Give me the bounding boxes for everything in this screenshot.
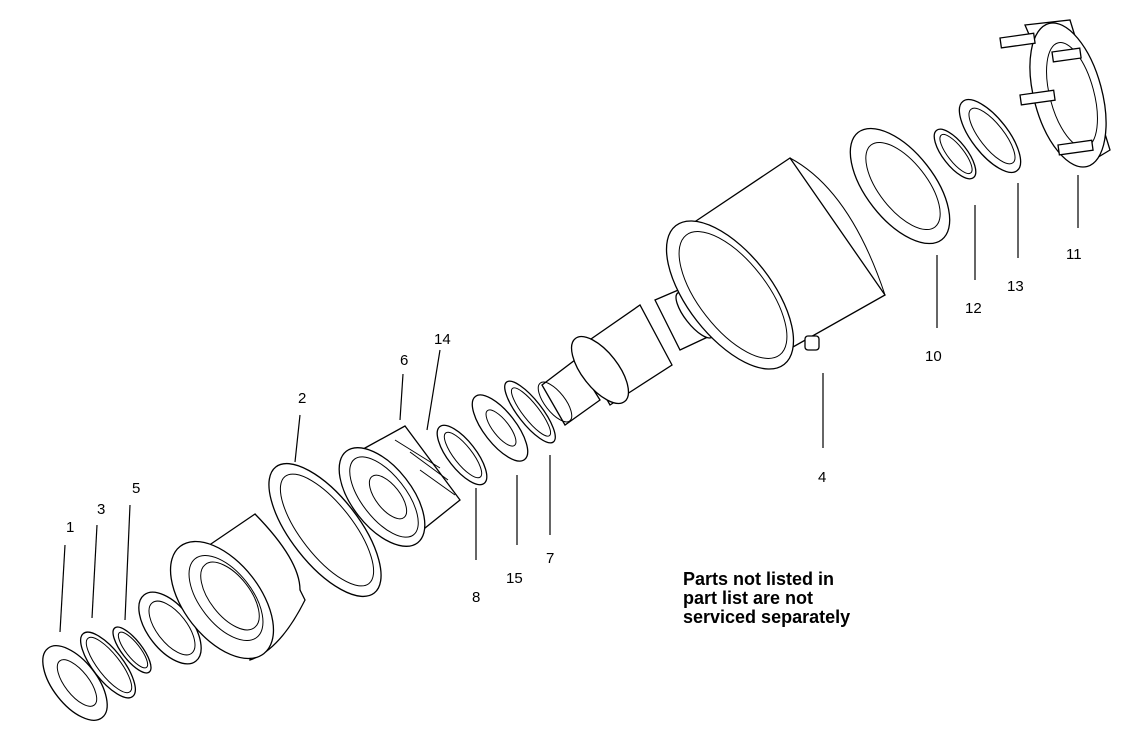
callout-10: 10 <box>925 348 942 365</box>
callout-7: 7 <box>546 550 554 567</box>
part-13-seal <box>958 98 1022 174</box>
service-note-line-3: serviced separately <box>683 607 851 627</box>
part-2-large-ring <box>268 462 382 598</box>
callout-12: 12 <box>965 300 982 317</box>
part-6-14-rotor-assembly <box>338 425 461 547</box>
part-1-washer <box>42 645 108 721</box>
part-11-end-flange <box>999 19 1111 168</box>
leader-lines <box>59 175 1079 633</box>
callout-13: 13 <box>1007 278 1024 295</box>
front-housing <box>169 513 306 661</box>
callout-6: 6 <box>400 352 408 369</box>
part-15-washer <box>471 394 529 462</box>
drive-shaft <box>537 284 715 426</box>
callout-3: 3 <box>97 501 105 518</box>
callout-11: 11 <box>1066 246 1082 263</box>
service-note-line-1: Parts not listed in <box>683 569 835 589</box>
part-8-bearing <box>436 424 488 486</box>
callout-14: 14 <box>434 331 451 348</box>
service-note-line-2: part list are not <box>683 588 814 608</box>
callout-8: 8 <box>472 589 480 606</box>
part-10-bearing <box>849 127 951 245</box>
part-7-needle-bearing <box>504 380 556 444</box>
part-4-main-housing <box>665 157 886 370</box>
part-12-ring <box>933 128 977 180</box>
service-note: Parts not listed in part list are not se… <box>683 570 850 627</box>
part-5-snap-ring <box>112 626 152 674</box>
callout-1: 1 <box>66 519 74 536</box>
callout-2: 2 <box>298 390 306 407</box>
callout-4: 4 <box>818 469 826 486</box>
part-3-ring <box>80 631 136 699</box>
callout-numbers: 1 2 3 4 5 6 7 8 10 11 12 13 14 15 <box>66 246 1082 606</box>
callout-15: 15 <box>506 570 523 587</box>
callout-5: 5 <box>132 480 140 497</box>
